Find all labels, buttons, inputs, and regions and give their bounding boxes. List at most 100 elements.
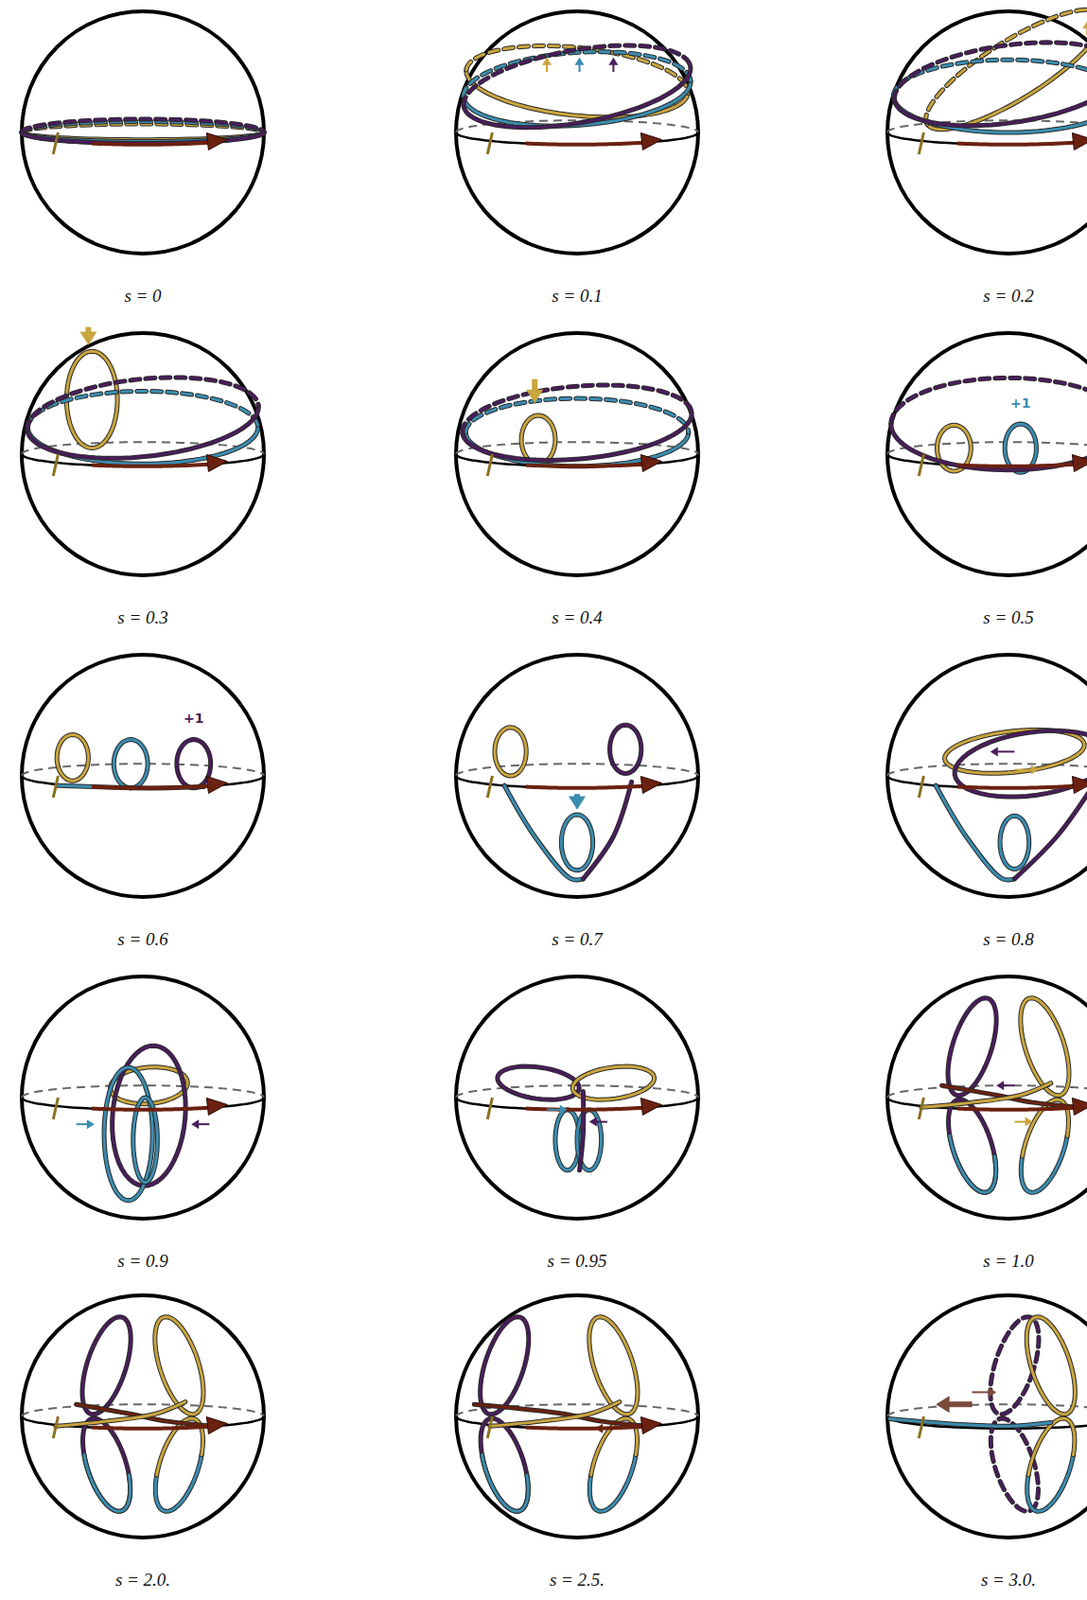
base-point-tick [52, 132, 58, 155]
curve-outline [894, 42, 1087, 101]
curve-outline [497, 1066, 579, 1100]
loop-curve [66, 350, 118, 448]
curve-outline [1028, 1418, 1075, 1475]
loop-curve [155, 1316, 204, 1415]
motion-arrow-head [1025, 1117, 1034, 1127]
loop-curve [1020, 998, 1070, 1096]
curve-outline [894, 68, 1087, 126]
base-loop-arrow [957, 1106, 1079, 1109]
parameter-caption: s = 0.7 [510, 929, 644, 950]
arrow-head [640, 1416, 662, 1434]
arrow-head [1071, 454, 1087, 472]
loop-curve [521, 415, 556, 464]
arrow-head [1071, 1097, 1087, 1115]
base-point-tick [52, 1097, 58, 1120]
base-point-tick [487, 775, 492, 798]
parameter-caption: s = 0.2 [942, 285, 1075, 307]
arrow-head [640, 454, 662, 472]
loop-curve [579, 1091, 584, 1171]
parameter-caption: s = 2.0. [76, 1569, 210, 1591]
base-point-tick [52, 1416, 58, 1438]
parameter-caption: s = 3.0. [942, 1569, 1075, 1591]
curve-outline [893, 59, 1087, 96]
twist-count: +1 [182, 710, 205, 726]
curve-outline [1026, 1316, 1075, 1415]
motion-arrow-head [542, 57, 552, 66]
arrow-head [206, 775, 228, 793]
sphere-panel [887, 654, 1087, 897]
loop-curve [481, 1454, 528, 1511]
loop-curve [999, 815, 1030, 869]
sphere-panel [21, 976, 264, 1219]
sphere-outline [887, 333, 1087, 576]
base-loop-arrow [525, 463, 648, 466]
loop-curve [891, 377, 1087, 424]
loop-curve [463, 81, 691, 127]
loop-curve [610, 724, 642, 773]
curve-outline [113, 739, 148, 789]
loop-curve [56, 734, 88, 781]
base-loop-arrow [91, 141, 213, 144]
loop-curve [954, 730, 1087, 797]
twist-count: +1 [1009, 395, 1032, 411]
curve-outline [589, 1316, 638, 1415]
parameter-caption: s = 0.9 [76, 1250, 210, 1272]
motion-arrow-head [1031, 765, 1039, 775]
base-loop-arrow [525, 1106, 648, 1109]
curve-outline [947, 998, 997, 1096]
sphere-panel [455, 333, 699, 576]
parameter-caption: s = 2.5. [510, 1569, 644, 1591]
arrow-head [206, 454, 228, 472]
curve-outline [1020, 998, 1070, 1096]
equator-front [887, 775, 1087, 789]
motion-arrow [995, 750, 1016, 753]
motion-arrow-head [560, 1104, 568, 1115]
loop-curve [27, 405, 259, 459]
curve-outline [521, 415, 556, 464]
curve-outline [82, 1316, 131, 1415]
loop-curve [27, 377, 259, 431]
loop-curve [84, 1454, 131, 1511]
sphere-outline [21, 11, 264, 254]
sphere-panel [21, 654, 264, 897]
arrow-head [640, 1097, 662, 1115]
sphere-outline [887, 976, 1087, 1219]
curve-outline [27, 405, 259, 459]
motion-arrow-head [608, 57, 618, 66]
loop-curve [113, 739, 148, 789]
arrow-head [1071, 132, 1087, 150]
parameter-caption: s = 0.4 [510, 607, 644, 629]
sphere-outline [455, 1295, 699, 1538]
curve-outline [473, 1403, 650, 1426]
arrow-head [206, 1097, 228, 1115]
base-point-tick [487, 1097, 492, 1120]
base-point-tick [52, 775, 58, 798]
curve-outline [921, 1083, 1052, 1108]
base-loop-arrow [91, 785, 213, 788]
base-point-tick [918, 1416, 924, 1438]
curve-outline [891, 377, 1087, 424]
motion-arrow-head [1082, 20, 1087, 29]
motion-arrow-head [595, 1423, 603, 1434]
sphere-outline [21, 1295, 264, 1538]
loop-curve [480, 1316, 529, 1415]
motion-arrow-head [990, 746, 999, 756]
parameter-caption: s = 0.3 [76, 607, 210, 629]
base-point-tick [487, 1416, 492, 1438]
parameter-caption: s = 0.6 [76, 929, 210, 950]
motion-arrow-head [568, 795, 586, 809]
arrow-head [1071, 775, 1087, 793]
curve-outline [83, 1418, 131, 1511]
arrow-head [640, 132, 662, 150]
curve-outline [27, 377, 259, 431]
arrow-head [206, 132, 228, 150]
sphere-panel [455, 1295, 699, 1538]
motion-arrow-head [996, 1080, 1004, 1090]
sphere-outline [21, 976, 264, 1219]
sphere-panel [21, 1295, 264, 1538]
sphere-outline [455, 333, 699, 576]
loop-curve [589, 1316, 638, 1415]
curve-outline [463, 81, 691, 127]
arrow-head [206, 1416, 228, 1434]
